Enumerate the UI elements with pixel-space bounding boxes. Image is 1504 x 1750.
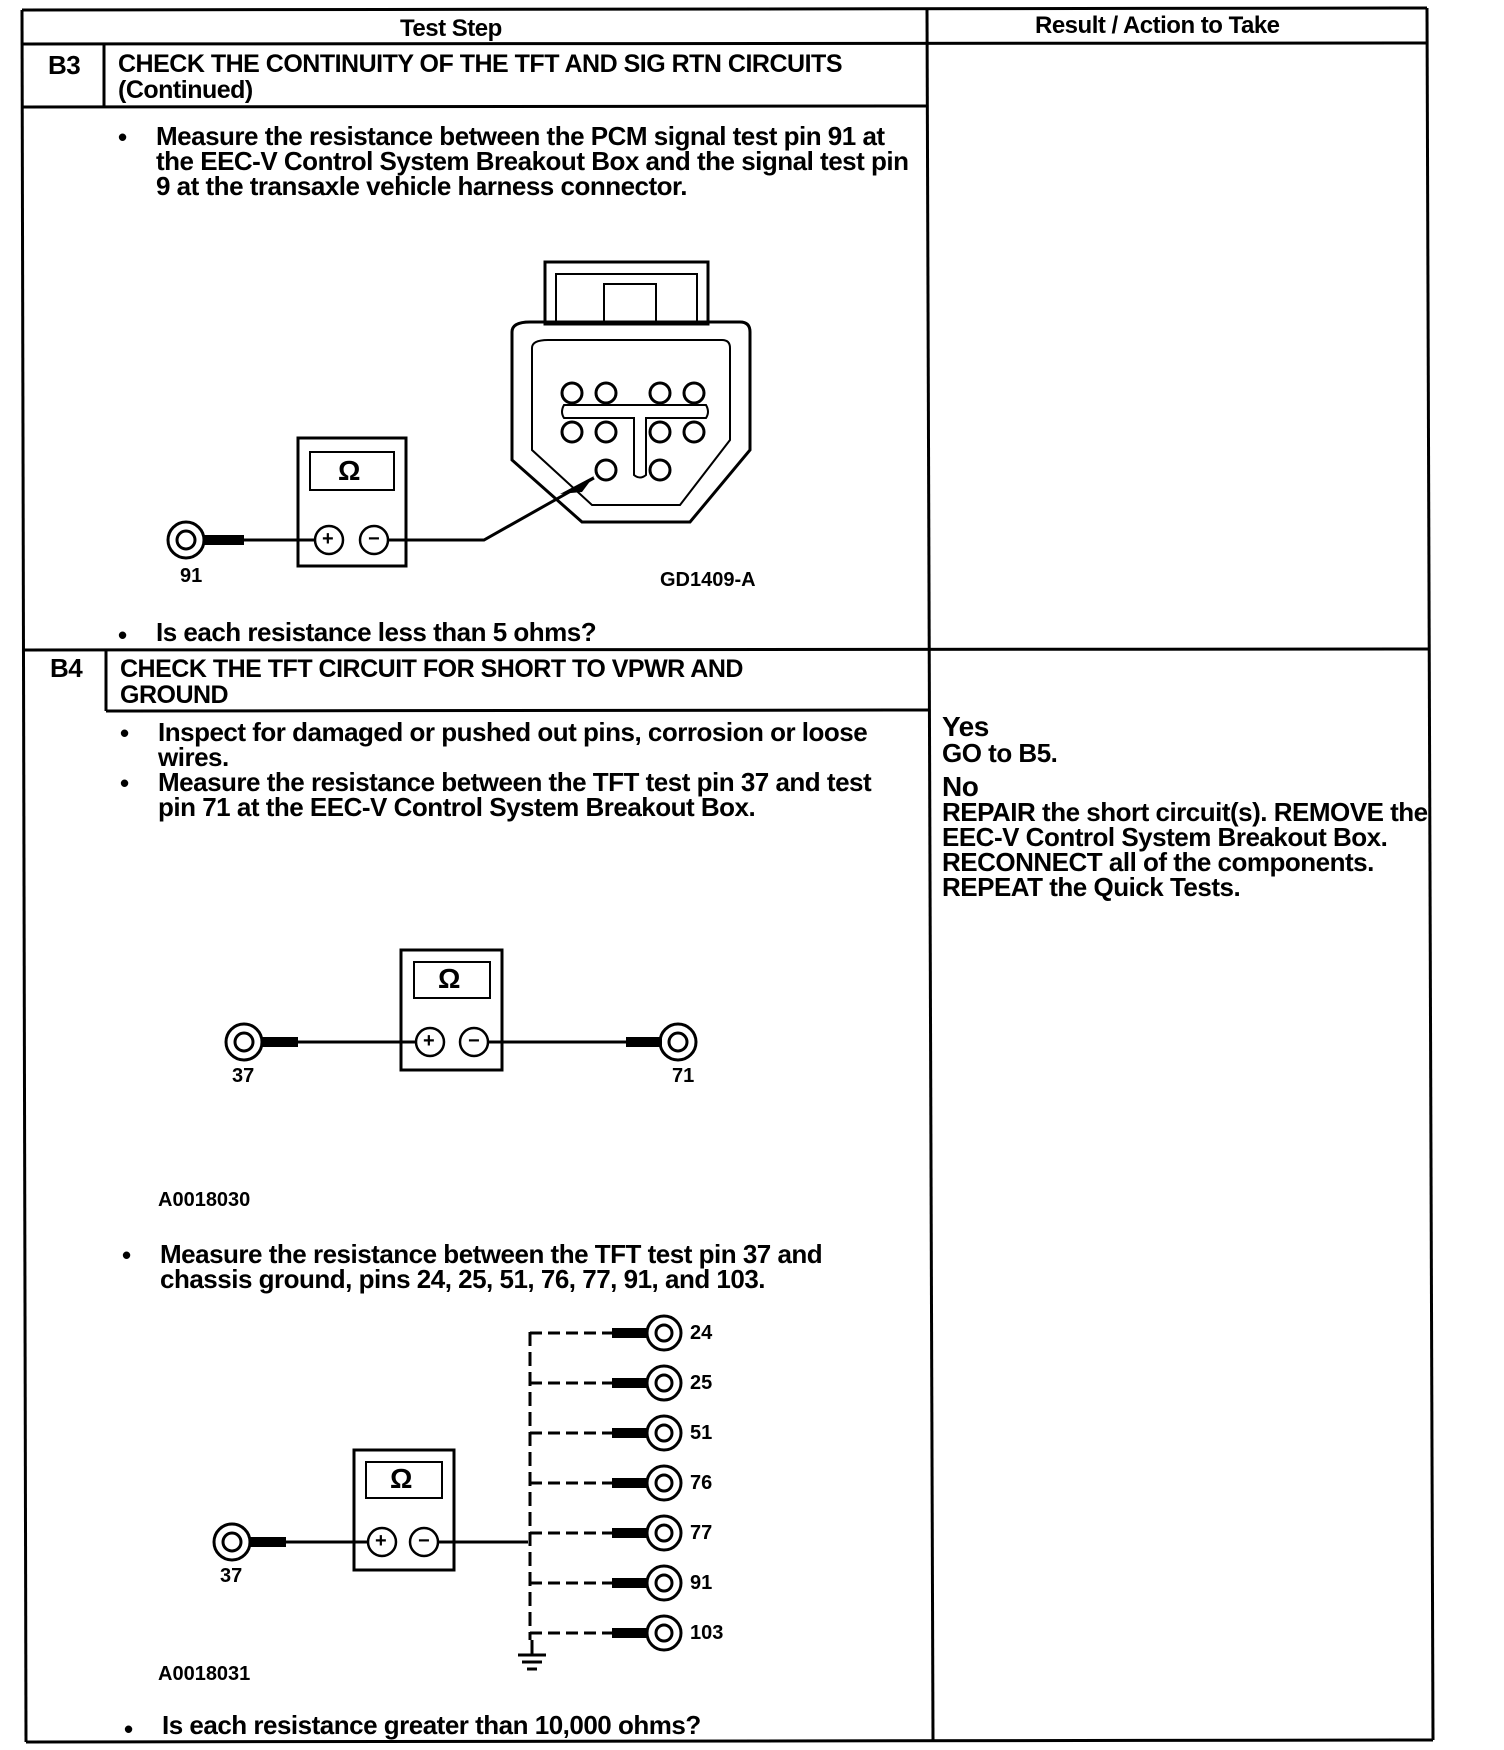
b4-fig1-ohm-symbol: Ω	[438, 963, 461, 994]
b4-fig1-minus-symbol: −	[468, 1030, 480, 1052]
header-result-action: Result / Action to Take	[1035, 12, 1280, 39]
ground-pin-branch	[530, 1614, 683, 1652]
b4-fig2-ohm-symbol: Ω	[390, 1463, 413, 1494]
b4-fig1-code: A0018030	[158, 1189, 251, 1211]
result-yes-action: GO to B5.	[942, 738, 1058, 768]
b3-meter-minus-symbol: −	[368, 528, 380, 550]
ground-pin-label: 103	[690, 1622, 724, 1644]
result-no-label: No	[942, 771, 979, 802]
b4-title-line2: GROUND	[120, 681, 229, 709]
b4-fig2-minus-symbol: −	[418, 1530, 430, 1552]
b4-bullet3-line1: Measure the resistance between the TFT t…	[160, 1239, 823, 1269]
ground-pin-label: 25	[690, 1372, 713, 1394]
b4-fig1-pin-71: 71	[672, 1065, 695, 1087]
ground-pin-label: 24	[690, 1322, 713, 1344]
b4-fig2-code: A0018031	[158, 1663, 251, 1685]
step-id-b3: B3	[48, 50, 81, 80]
ground-pin-label: 91	[690, 1572, 713, 1594]
ground-pin-branch	[530, 1314, 683, 1352]
b3-figure-code: GD1409-A	[660, 569, 756, 591]
b3-title-line1: CHECK THE CONTINUITY OF THE TFT AND SIG …	[118, 50, 843, 78]
b3-question: Is each resistance less than 5 ohms?	[156, 617, 597, 647]
result-no-action-line1: REPAIR the short circuit(s). REMOVE the	[942, 797, 1428, 827]
b3-bullet1-line2: the EEC-V Control System Breakout Box an…	[156, 146, 909, 176]
b3-question-marker: •	[118, 620, 128, 650]
b3-bullet-marker: •	[118, 122, 128, 152]
b4-fig1-plus-symbol: +	[423, 1030, 435, 1052]
b4-title-line1: CHECK THE TFT CIRCUIT FOR SHORT TO VPWR …	[120, 655, 743, 683]
ground-pin-branch	[530, 1464, 683, 1502]
b4-bullet3-line2: chassis ground, pins 24, 25, 51, 76, 77,…	[160, 1264, 766, 1294]
ground-pin-label: 76	[690, 1472, 713, 1494]
b3-pin-label-91: 91	[180, 565, 203, 587]
b3-bullet1-line1: Measure the resistance between the PCM s…	[156, 121, 885, 151]
result-no-action-line2: EEC-V Control System Breakout Box.	[942, 822, 1388, 852]
step-id-b4: B4	[50, 653, 83, 683]
b3-meter-plus-symbol: +	[322, 528, 334, 550]
b3-title-line2: (Continued)	[118, 76, 253, 104]
result-no-action-line3: RECONNECT all of the components.	[942, 847, 1374, 877]
b4-bullet1-marker: •	[120, 718, 130, 748]
b4-fig2-plus-symbol: +	[375, 1530, 387, 1552]
header-test-step: Test Step	[400, 15, 502, 42]
b4-bullet3-marker: •	[122, 1240, 132, 1270]
b3-meter-ohm-symbol: Ω	[338, 455, 361, 486]
b4-bullet2-line1: Measure the resistance between the TFT t…	[158, 767, 872, 797]
result-yes-label: Yes	[942, 711, 989, 742]
ground-pin-branch	[530, 1514, 683, 1552]
b4-bullet2-line2: pin 71 at the EEC-V Control System Break…	[158, 792, 756, 822]
b4-question-marker: •	[124, 1714, 134, 1744]
ground-pin-branch	[530, 1364, 683, 1402]
b4-bullet1-line2: wires.	[158, 742, 229, 772]
ground-pin-label: 51	[690, 1422, 713, 1444]
b4-fig2-pin-37: 37	[220, 1565, 243, 1587]
b3-bullet1-line3: 9 at the transaxle vehicle harness conne…	[156, 171, 687, 201]
ground-pin-branch	[530, 1414, 683, 1452]
result-no-action-line4: REPEAT the Quick Tests.	[942, 872, 1241, 902]
b4-fig1-pin-37: 37	[232, 1065, 255, 1087]
b4-bullet2-marker: •	[120, 768, 130, 798]
b4-bullet1-line1: Inspect for damaged or pushed out pins, …	[158, 717, 868, 747]
ground-pin-branch	[530, 1564, 683, 1602]
b4-question: Is each resistance greater than 10,000 o…	[162, 1710, 701, 1740]
ground-pin-label: 77	[690, 1522, 713, 1544]
